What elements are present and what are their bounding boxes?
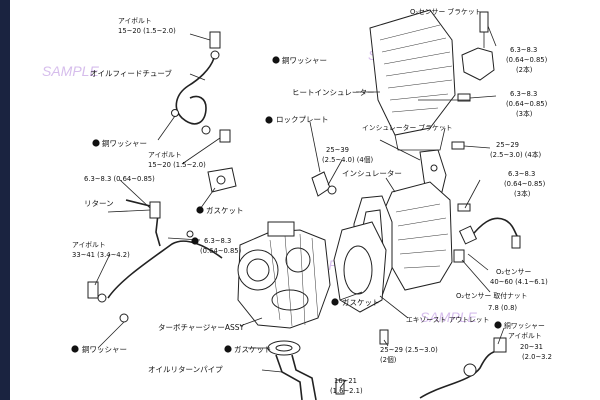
- oil-feed-tube-part: [171, 31, 231, 143]
- torque-16-21: 16~21: [334, 377, 357, 385]
- eyebolt-top-torque: 15~20 (1.5~2.0): [118, 27, 176, 35]
- eyebolt-br-label: アイボルト: [508, 332, 542, 340]
- watermark-bottom: SAMPLE: [420, 309, 477, 325]
- gasket-label-2: ガスケット: [342, 297, 380, 307]
- eyebolt-br-torque: 20~31: [520, 343, 543, 351]
- o2-bracket-part: [461, 11, 495, 81]
- left-gasket-part: [207, 167, 237, 193]
- torque-25-29-bottom: 25~29 (2.5~3.0): [380, 346, 438, 354]
- o2-sensor-part: [453, 217, 521, 263]
- insulator-label: インシュレーター: [342, 169, 402, 178]
- torque-25-39: 25~39: [326, 146, 349, 154]
- insulator-bracket-label: インシュレーター ブラケット: [362, 123, 452, 132]
- torque-25-30-right: (2.5~3.0) (4本): [490, 150, 542, 159]
- copper-washer-label-left: 銅ワッシャー: [102, 138, 147, 148]
- return-label: リターン: [84, 199, 114, 208]
- torque-25-29-right: 25~29: [496, 141, 519, 149]
- copper-washer-label-br: 銅ワッシャー: [504, 321, 545, 330]
- torque-25-40: (2.5~4.0) (4個): [322, 155, 374, 164]
- diagram-frame: SAMPLE SAMPLE SAMPLE SAMPLE: [10, 0, 600, 400]
- eyebolt-left-label: アイボルト: [72, 241, 106, 249]
- torque-63-83-top: 6.3~8.3: [510, 46, 537, 54]
- eyebolt-top-label: アイボルト: [118, 17, 152, 25]
- qty-3-r3: (3本): [514, 189, 531, 198]
- qty-2-bottom: (2個): [380, 355, 397, 364]
- o2-sensor-nut-label: O₂センサー 取付ナット: [456, 291, 527, 300]
- gasket-label-3: ガスケット: [234, 344, 272, 354]
- exhaust-outlet-part: [333, 221, 387, 313]
- copper-washer-label-top: 銅ワッシャー: [282, 55, 327, 65]
- heat-insulator-label: ヒートインシュレーター: [292, 88, 374, 97]
- torque-63-83-r2: 6.3~8.3: [510, 90, 537, 98]
- bolts: [335, 93, 471, 395]
- oil-feed-tube-label: オイルフィードチューブ: [90, 68, 172, 78]
- bottom-right-pipe-part: [419, 337, 507, 399]
- qty-2: (2本): [516, 65, 533, 74]
- qty-3-r2: (3本): [516, 109, 533, 118]
- turbo-assy-label: ターボチャージャーASSY: [158, 323, 245, 332]
- o2-sensor-torque: 40~60 (4.1~6.1): [490, 278, 548, 286]
- torque-16-21b: (1.6~2.1): [330, 387, 363, 395]
- torque-63-83-left: 6.3~8.3 (0.64~0.85): [84, 175, 155, 183]
- o2-sensor-nut-torque: 7.8 (0.8): [488, 304, 517, 312]
- lock-plate-part: [311, 171, 337, 197]
- torque-064-085-r2: (0.64~0.85): [506, 100, 548, 108]
- eyebolt-left-torque: 33~41 (3.4~4.2): [72, 251, 130, 259]
- torque-064-085-top: (0.64~0.85): [506, 56, 548, 64]
- eyebolt-mid-label: アイボルト: [148, 151, 182, 159]
- heat-insulator-part: [369, 9, 456, 151]
- torque-064-085-r3: (0.64~0.85): [504, 180, 546, 188]
- turbocharger-exploded-diagram: SAMPLE SAMPLE SAMPLE SAMPLE: [42, 7, 552, 400]
- exhaust-outlet-label: エキゾースト アウトレット: [406, 316, 489, 324]
- oil-return-pipe-part: [275, 354, 317, 400]
- turbocharger-assy-part: [237, 221, 331, 329]
- lock-plate-label: ロックプレート: [276, 115, 329, 124]
- turbo-bottom-gasket-part: [267, 340, 301, 356]
- torque-63-83-mid: 6.3~8.3: [204, 237, 231, 245]
- copper-washer-label-bl: 銅ワッシャー: [82, 344, 127, 354]
- eyebolt-br-torque-2: (2.0~3.2: [522, 353, 552, 361]
- washer-markers: [71, 56, 502, 353]
- eyebolt-mid-torque: 15~20 (1.5~2.0): [148, 161, 206, 169]
- gasket-label-1: ガスケット: [206, 205, 244, 215]
- oil-return-pipe-label: オイルリターンパイプ: [148, 365, 223, 374]
- torque-63-83-r3: 6.3~8.3: [508, 170, 535, 178]
- torque-064-085-mid: (0.64~0.85): [200, 247, 242, 255]
- watermark-left: SAMPLE: [42, 63, 99, 79]
- oil-return-line-part: [87, 199, 223, 323]
- o2-sensor-bracket-label: O₂センサー ブラケット: [410, 7, 481, 16]
- leader-lines: [94, 25, 505, 389]
- o2-sensor-label: O₂センサー: [496, 268, 531, 276]
